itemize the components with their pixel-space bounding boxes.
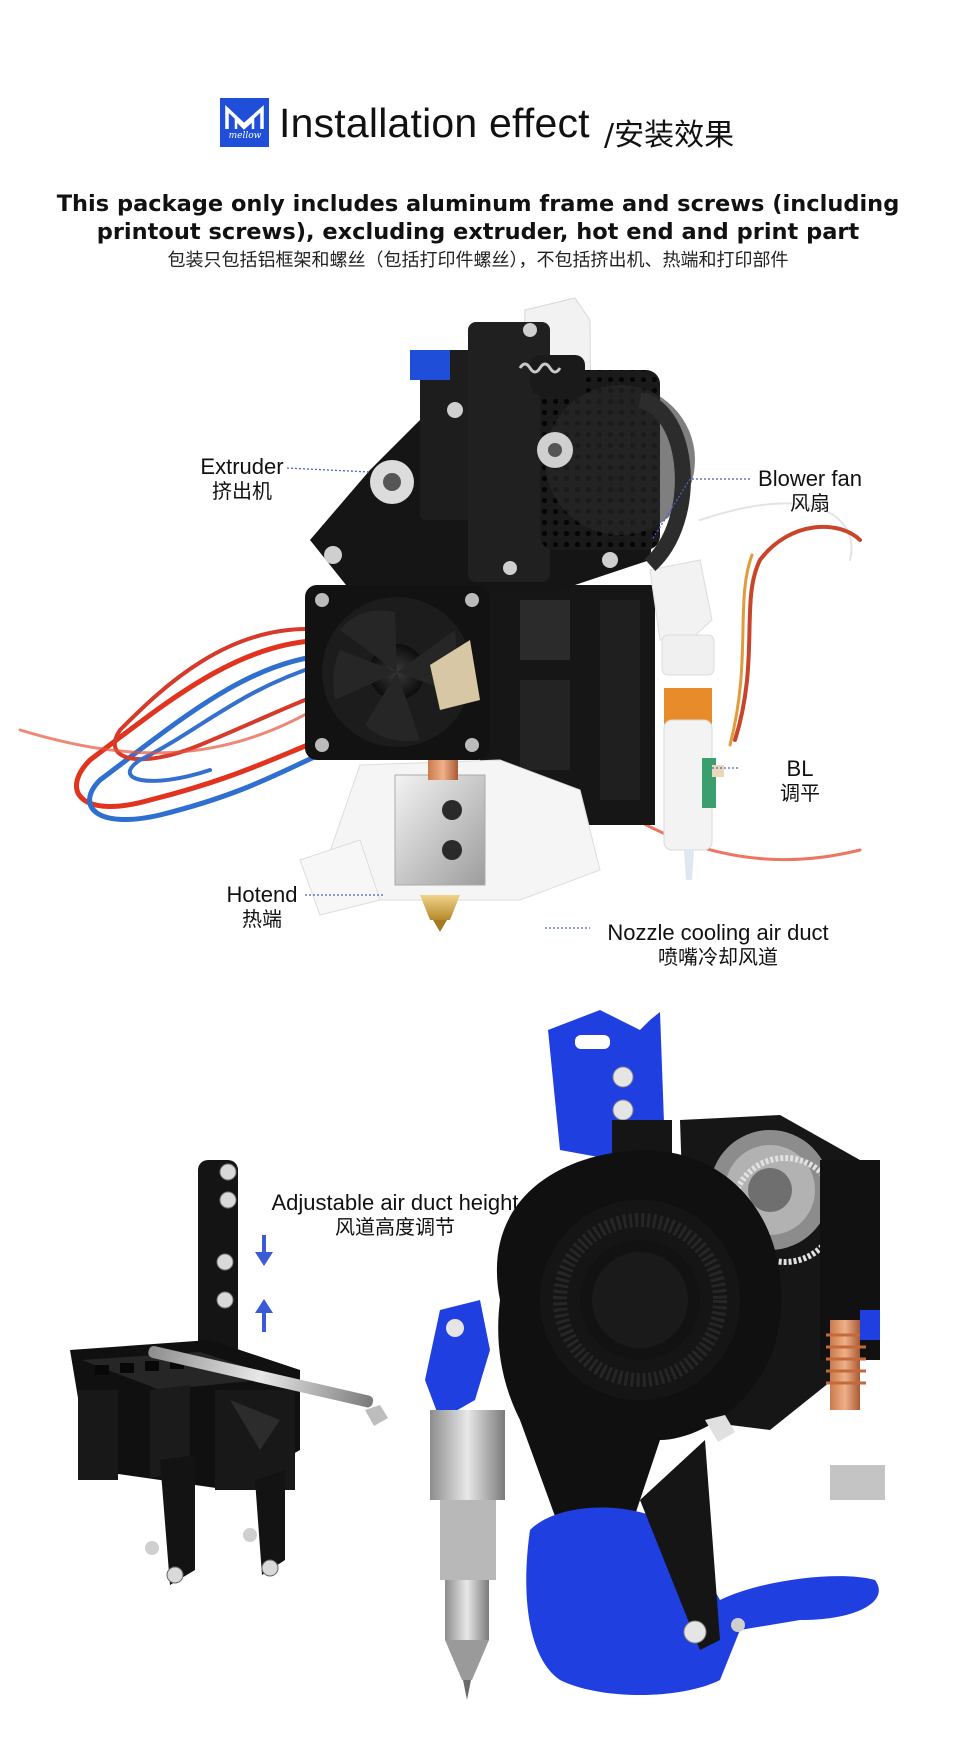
callout-blower-fan: Blower fan 风扇 (748, 466, 872, 516)
extruder-body (310, 322, 695, 590)
notice-line-1: This package only includes aluminum fram… (56, 191, 900, 217)
callout-air-duct-height: Adjustable air duct height 风道高度调节 (252, 1190, 538, 1240)
callout-air-duct-height-zh: 风道高度调节 (335, 1215, 455, 1239)
mellow-logo: mellow (220, 98, 269, 147)
callout-bl-zh: 调平 (780, 781, 820, 805)
page-title: Installation effect (279, 100, 590, 146)
callout-extruder: Extruder 挤出机 (196, 454, 288, 504)
package-notice: This package only includes aluminum fram… (0, 190, 956, 274)
adjustable-bracket (70, 1160, 388, 1585)
callout-blower-fan-zh: 风扇 (790, 491, 830, 515)
callout-extruder-en: Extruder (200, 454, 284, 479)
callout-nozzle-duct: Nozzle cooling air duct 喷嘴冷却风道 (590, 920, 846, 970)
bl-probe (649, 559, 724, 880)
callout-air-duct-height-en: Adjustable air duct height (271, 1190, 519, 1215)
wires (18, 502, 862, 862)
header: mellow Installation effect /安装效果 (0, 96, 956, 153)
callout-bl: BL 调平 (770, 756, 830, 806)
callout-extruder-zh: 挤出机 (212, 479, 272, 503)
leader-lines (286, 467, 750, 929)
callout-bl-en: BL (786, 756, 814, 781)
callout-nozzle-duct-en: Nozzle cooling air duct (607, 920, 829, 945)
bottom-assembly (425, 1010, 885, 1700)
callout-hotend-zh: 热端 (242, 907, 282, 931)
callout-nozzle-duct-zh: 喷嘴冷却风道 (658, 945, 778, 969)
height-arrows (255, 1235, 273, 1332)
hotend (299, 759, 601, 932)
page-title-zh: /安装效果 (604, 118, 735, 153)
callout-hotend-en: Hotend (226, 882, 298, 907)
cooling-fan (305, 585, 490, 760)
callout-blower-fan-en: Blower fan (758, 466, 862, 491)
notice-line-2: printout screws), excluding extruder, ho… (96, 219, 860, 245)
logo-wordmark: mellow (228, 131, 262, 141)
callout-hotend: Hotend 热端 (218, 882, 306, 932)
notice-line-zh: 包装只包括铝框架和螺丝（包括打印件螺丝），不包括挤出机、热端和打印部件 (167, 250, 789, 271)
top-assembly (18, 297, 862, 932)
mellow-logo-icon (220, 98, 269, 147)
